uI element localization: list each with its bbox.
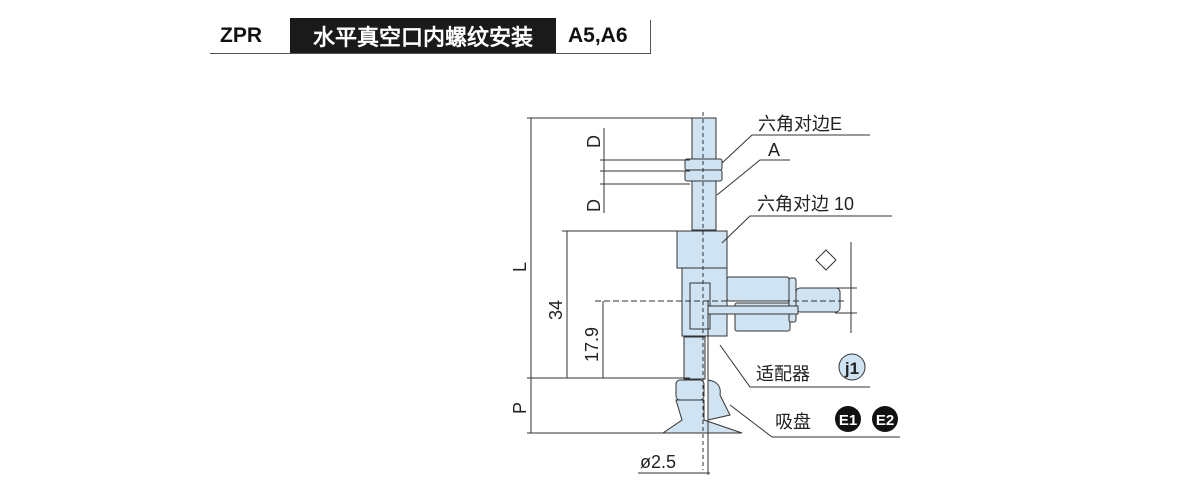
dim-d-top: D xyxy=(584,135,604,148)
dim-l: L xyxy=(510,262,530,272)
label-hex-e: 六角对边E xyxy=(758,114,842,134)
dim-d-bottom: D xyxy=(584,199,604,212)
fitting-flange xyxy=(788,277,797,323)
pad-neck xyxy=(675,379,705,401)
svg-text:E1: E1 xyxy=(839,412,857,429)
pad-badge-e2: E2 xyxy=(872,406,898,432)
label-pad: 吸盘 xyxy=(775,412,811,432)
model-code: ZPR xyxy=(220,23,262,47)
diamond-symbol xyxy=(815,249,837,271)
fitting xyxy=(726,276,790,302)
dim-34: 34 xyxy=(546,300,566,320)
tube xyxy=(795,287,841,313)
dim-p: P xyxy=(510,402,530,414)
label-hex-10: 六角对边 10 xyxy=(757,194,854,214)
svg-text:E2: E2 xyxy=(876,412,894,429)
svg-text:j1: j1 xyxy=(844,359,859,378)
pad-section xyxy=(707,379,731,421)
part-body xyxy=(661,117,841,434)
pad-badge-e1: E1 xyxy=(835,406,861,432)
dim-dia: ø2.5 xyxy=(640,452,676,472)
hex-10 xyxy=(676,230,728,269)
dim-17-9: 17.9 xyxy=(582,327,602,362)
label-adapter: 适配器 xyxy=(756,364,810,384)
inner-passage xyxy=(707,305,799,315)
size-code: A5,A6 xyxy=(568,23,628,47)
section-title: 水平真空口内螺纹安装 xyxy=(290,18,556,53)
body-cavity xyxy=(689,282,711,330)
header-rule xyxy=(210,53,651,54)
adapter-badge: j1 xyxy=(838,353,866,381)
header-divider xyxy=(650,20,651,54)
stem xyxy=(683,336,706,380)
dimension-lines xyxy=(527,112,900,475)
label-a: A xyxy=(768,140,780,160)
